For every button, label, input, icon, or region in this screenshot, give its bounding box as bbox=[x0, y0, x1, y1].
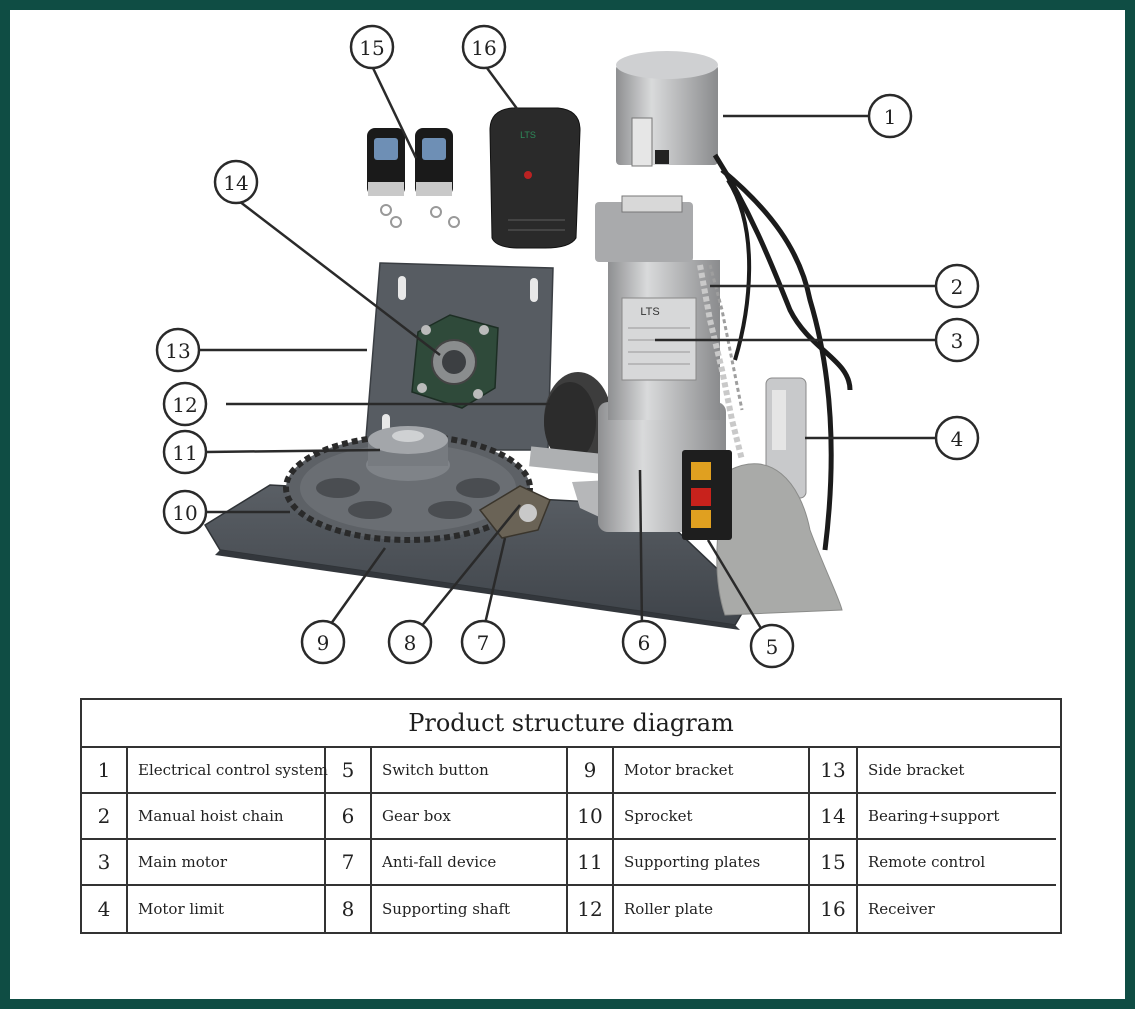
legend-label: Anti-fall device bbox=[372, 840, 568, 886]
leader-7 bbox=[482, 537, 507, 629]
callout-14: 14 bbox=[213, 159, 259, 205]
legend-label: Supporting shaft bbox=[372, 886, 568, 932]
callout-8: 8 bbox=[387, 619, 433, 665]
legend-number: 5 bbox=[326, 748, 372, 794]
callout-16: 16 bbox=[461, 24, 507, 70]
legend-number: 15 bbox=[810, 840, 858, 886]
leader-14 bbox=[234, 197, 441, 356]
legend-number: 8 bbox=[326, 886, 372, 932]
callout-10: 10 bbox=[162, 489, 208, 535]
leader-5 bbox=[706, 539, 764, 631]
legend-table: Product structure diagram 1 Electrical c… bbox=[80, 698, 1062, 934]
legend-label: Supporting plates bbox=[614, 840, 810, 886]
legend-grid: 1 Electrical control system 5 Switch but… bbox=[82, 748, 1060, 932]
switch-button bbox=[682, 450, 732, 540]
svg-text:6: 6 bbox=[638, 631, 651, 655]
svg-text:5: 5 bbox=[766, 635, 779, 659]
legend-label: Side bracket bbox=[858, 748, 1056, 794]
legend-number: 11 bbox=[568, 840, 614, 886]
legend-number: 3 bbox=[82, 840, 128, 886]
supporting-shaft bbox=[529, 446, 601, 474]
svg-text:4: 4 bbox=[951, 427, 964, 451]
svg-text:1: 1 bbox=[884, 105, 897, 129]
legend-number: 2 bbox=[82, 794, 128, 840]
legend-number: 13 bbox=[810, 748, 858, 794]
callout-7: 7 bbox=[460, 619, 506, 665]
callout-1: 1 bbox=[867, 93, 913, 139]
leader-lines bbox=[200, 67, 935, 631]
legend-number: 4 bbox=[82, 886, 128, 932]
callout-11: 11 bbox=[162, 429, 208, 475]
electrical-control-system bbox=[595, 51, 718, 262]
svg-text:2: 2 bbox=[951, 275, 964, 299]
svg-text:9: 9 bbox=[317, 631, 330, 655]
svg-text:3: 3 bbox=[951, 329, 964, 353]
svg-text:8: 8 bbox=[404, 631, 417, 655]
legend-label: Motor limit bbox=[128, 886, 326, 932]
motor-limit bbox=[765, 377, 807, 499]
leader-15 bbox=[371, 67, 418, 159]
supporting-plates bbox=[366, 426, 450, 481]
svg-text:11: 11 bbox=[172, 441, 197, 465]
svg-text:14: 14 bbox=[223, 171, 248, 195]
leader-11 bbox=[205, 448, 381, 454]
legend-label: Receiver bbox=[868, 900, 935, 918]
legend-label: Motor bracket bbox=[614, 748, 810, 794]
legend-number: 14 bbox=[810, 794, 858, 840]
legend-label: Remote control bbox=[858, 840, 1056, 886]
receiver-brand-text: LTS bbox=[520, 130, 536, 140]
callout-13: 13 bbox=[155, 327, 201, 373]
leader-8 bbox=[419, 504, 521, 629]
callout-15: 15 bbox=[349, 24, 395, 70]
svg-text:12: 12 bbox=[172, 393, 197, 417]
callout-2: 2 bbox=[934, 263, 980, 309]
bearing-support bbox=[411, 314, 499, 409]
product-diagram: LTS bbox=[155, 24, 980, 669]
callout-5: 5 bbox=[749, 623, 795, 669]
callout-6: 6 bbox=[621, 619, 667, 665]
manual-hoist-chain bbox=[697, 264, 745, 461]
legend-number: 12 bbox=[568, 886, 614, 932]
svg-text:16: 16 bbox=[471, 36, 496, 60]
motor-brand-text: LTS bbox=[640, 306, 659, 318]
legend-number: 6 bbox=[326, 794, 372, 840]
leader-16 bbox=[485, 67, 520, 111]
receiver: LTS bbox=[489, 107, 581, 249]
legend-label: Sprocket bbox=[614, 794, 810, 840]
legend-number: 10 bbox=[568, 794, 614, 840]
svg-text:10: 10 bbox=[172, 501, 197, 525]
legend-title: Product structure diagram bbox=[82, 700, 1060, 748]
legend-number: 9 bbox=[568, 748, 614, 794]
leader-6 bbox=[638, 469, 644, 629]
leader-9 bbox=[326, 547, 387, 629]
legend-label: Bearing+support bbox=[858, 794, 1056, 840]
cover-bag bbox=[716, 463, 843, 616]
svg-text:13: 13 bbox=[165, 339, 190, 363]
legend-label: Gear box bbox=[372, 794, 568, 840]
legend-number: 1 bbox=[82, 748, 128, 794]
legend-label: Switch button bbox=[372, 748, 568, 794]
roller-plate bbox=[544, 372, 612, 468]
callout-4: 4 bbox=[934, 415, 980, 461]
legend-label: Main motor bbox=[128, 840, 326, 886]
svg-text:7: 7 bbox=[477, 631, 490, 655]
legend-number: 7 bbox=[326, 840, 372, 886]
remote-control bbox=[367, 128, 460, 228]
sprocket bbox=[283, 433, 533, 543]
legend-label: Manual hoist chain bbox=[128, 794, 326, 840]
legend-label: Roller plate bbox=[614, 886, 810, 932]
callout-3: 3 bbox=[934, 317, 980, 363]
svg-text:15: 15 bbox=[359, 36, 384, 60]
legend-label: Electrical control system bbox=[128, 748, 328, 794]
legend-number: 16 bbox=[810, 886, 858, 932]
callout-12: 12 bbox=[162, 381, 208, 427]
page-frame: LTS bbox=[10, 10, 1125, 999]
callout-9: 9 bbox=[300, 619, 346, 665]
